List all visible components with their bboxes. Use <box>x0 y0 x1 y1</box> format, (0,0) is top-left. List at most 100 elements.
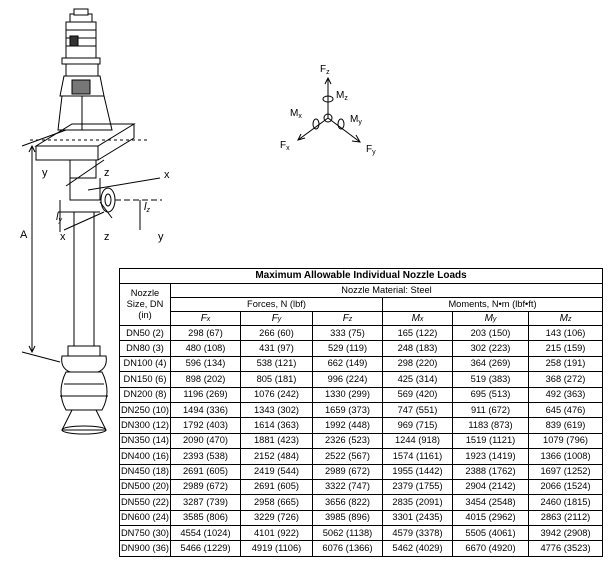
my-label: My <box>350 114 362 126</box>
table-row: DN350 (14)2090 (470)1881 (423)2326 (523)… <box>119 432 604 450</box>
load-value-cell: 1196 (269) <box>170 386 241 403</box>
load-value-cell: 143 (106) <box>527 324 604 342</box>
table-row: DN400 (16)2393 (538)2152 (484)2522 (567)… <box>119 448 604 465</box>
table-row: DN300 (12)1792 (403)1614 (363)1992 (448)… <box>119 417 604 434</box>
table-row: DN500 (20)2989 (672)2691 (605)3322 (747)… <box>119 478 604 496</box>
load-value-cell: 364 (269) <box>452 355 529 373</box>
col-mx-header: Mx <box>382 311 453 326</box>
load-value-cell: 2379 (1755) <box>382 478 453 496</box>
table-row: DN900 (36)5466 (1229)4919 (1106)6076 (13… <box>119 540 604 557</box>
load-value-cell: 2989 (672) <box>312 463 383 480</box>
axis-y-label: y <box>42 167 48 179</box>
load-value-cell: 215 (159) <box>527 340 604 357</box>
load-value-cell: 2863 (2112) <box>527 509 604 527</box>
load-value-cell: 1992 (448) <box>312 417 383 434</box>
fx-label: Fx <box>280 140 290 152</box>
col-my-header: My <box>452 311 529 326</box>
load-value-cell: 1923 (1419) <box>452 448 529 465</box>
load-value-cell: 996 (224) <box>312 371 383 388</box>
load-value-cell: 5462 (4029) <box>382 540 453 557</box>
table-row: DN750 (30)4554 (1024)4101 (922)5062 (113… <box>119 525 604 542</box>
load-value-cell: 2691 (605) <box>170 463 241 480</box>
load-value-cell: 4101 (922) <box>240 525 313 542</box>
table-row: DN200 (8)1196 (269)1076 (242)1330 (299)5… <box>119 386 604 403</box>
load-value-cell: 6076 (1366) <box>312 540 383 557</box>
load-value-cell: 3229 (726) <box>240 509 313 527</box>
load-value-cell: 4579 (3378) <box>382 525 453 542</box>
table-row: DN80 (3)480 (108)431 (97)529 (119)248 (1… <box>119 340 604 357</box>
table-row: DN600 (24)3585 (806)3229 (726)3985 (896)… <box>119 509 604 527</box>
load-value-cell: 1574 (1161) <box>382 448 453 465</box>
load-value-cell: 3585 (806) <box>170 509 241 527</box>
load-value-cell: 2522 (567) <box>312 448 383 465</box>
load-value-cell: 2460 (1815) <box>527 494 604 511</box>
load-value-cell: 1659 (373) <box>312 401 383 419</box>
load-value-cell: 431 (97) <box>240 340 313 357</box>
load-value-cell: 839 (619) <box>527 417 604 434</box>
table-body: DN50 (2)298 (67)266 (60)333 (75)165 (122… <box>119 324 604 557</box>
table-row: DN50 (2)298 (67)266 (60)333 (75)165 (122… <box>119 324 604 342</box>
load-value-cell: 747 (551) <box>382 401 453 419</box>
nozzle-size-header: Nozzle Size, DN (in) <box>119 283 171 326</box>
col-fy-header: Fy <box>240 311 313 326</box>
load-value-cell: 911 (672) <box>452 401 529 419</box>
nozzle-size-header-line-1: Nozzle <box>130 288 160 299</box>
table-title: Maximum Allowable Individual Nozzle Load… <box>118 268 604 284</box>
nozzle-size-cell: DN300 (12) <box>119 417 171 434</box>
table-row: DN550 (22)3287 (739)2958 (665)3656 (822)… <box>119 494 604 511</box>
moments-header: Moments, N•m (lbf•ft) <box>381 297 604 312</box>
nozzle-size-cell: DN100 (4) <box>119 355 171 373</box>
load-value-cell: 4554 (1024) <box>170 525 241 542</box>
dimension-a <box>21 129 67 363</box>
load-value-cell: 645 (476) <box>527 401 604 419</box>
nozzle-size-cell: DN350 (14) <box>119 432 171 450</box>
table-row: DN250 (10)1494 (336)1343 (302)1659 (373)… <box>119 401 604 419</box>
nozzle-size-cell: DN50 (2) <box>119 324 171 342</box>
motor-assembly <box>57 8 113 131</box>
nozzle-size-cell: DN900 (36) <box>119 540 171 557</box>
nozzle-size-cell: DN200 (8) <box>119 386 171 403</box>
load-value-cell: 1519 (1121) <box>452 432 529 450</box>
col-fx-header: Fx <box>170 311 241 326</box>
load-value-cell: 2691 (605) <box>240 478 313 496</box>
load-value-cell: 2904 (2142) <box>452 478 529 496</box>
nozzle-size-cell: DN750 (30) <box>119 525 171 542</box>
nozzle-size-cell: DN450 (18) <box>119 463 171 480</box>
axis-y-label-lower: y <box>158 231 164 243</box>
load-value-cell: 302 (223) <box>452 340 529 357</box>
load-value-cell: 2152 (484) <box>240 448 313 465</box>
load-value-cell: 3454 (2548) <box>452 494 529 511</box>
load-value-cell: 1614 (363) <box>240 417 313 434</box>
nozzle-size-cell: DN500 (20) <box>119 478 171 496</box>
load-value-cell: 662 (149) <box>312 355 383 373</box>
load-value-cell: 1183 (873) <box>452 417 529 434</box>
nozzle-loads-table: Maximum Allowable Individual Nozzle Load… <box>118 268 604 557</box>
load-value-cell: 1792 (403) <box>170 417 241 434</box>
load-value-cell: 266 (60) <box>240 324 313 342</box>
load-value-cell: 368 (272) <box>527 371 604 388</box>
load-value-cell: 538 (121) <box>240 355 313 373</box>
material-header: Nozzle Material: Steel <box>169 283 604 298</box>
mx-label: Mx <box>290 108 302 120</box>
axis-x-label-lower: x <box>60 231 66 243</box>
nozzle-size-cell: DN250 (10) <box>119 401 171 419</box>
load-value-cell: 4015 (2962) <box>452 509 529 527</box>
load-value-cell: 248 (183) <box>382 340 453 357</box>
fy-label: Fy <box>366 144 376 156</box>
load-value-cell: 298 (67) <box>170 324 241 342</box>
load-value-cell: 1881 (423) <box>240 432 313 450</box>
force-moment-diagram <box>297 76 361 143</box>
load-value-cell: 898 (202) <box>170 371 241 388</box>
load-value-cell: 333 (75) <box>312 324 383 342</box>
ly-label: ly <box>56 211 62 224</box>
load-value-cell: 519 (383) <box>452 371 529 388</box>
load-value-cell: 492 (363) <box>527 386 604 403</box>
load-value-cell: 2958 (665) <box>240 494 313 511</box>
forces-header: Forces, N (lbf) <box>170 297 383 312</box>
table-row: DN150 (6)898 (202)805 (181)996 (224)425 … <box>119 371 604 388</box>
load-value-cell: 425 (314) <box>382 371 453 388</box>
table-row: DN100 (4)596 (134)538 (121)662 (149)298 … <box>119 355 604 373</box>
load-value-cell: 4919 (1106) <box>240 540 313 557</box>
load-value-cell: 3287 (739) <box>170 494 241 511</box>
